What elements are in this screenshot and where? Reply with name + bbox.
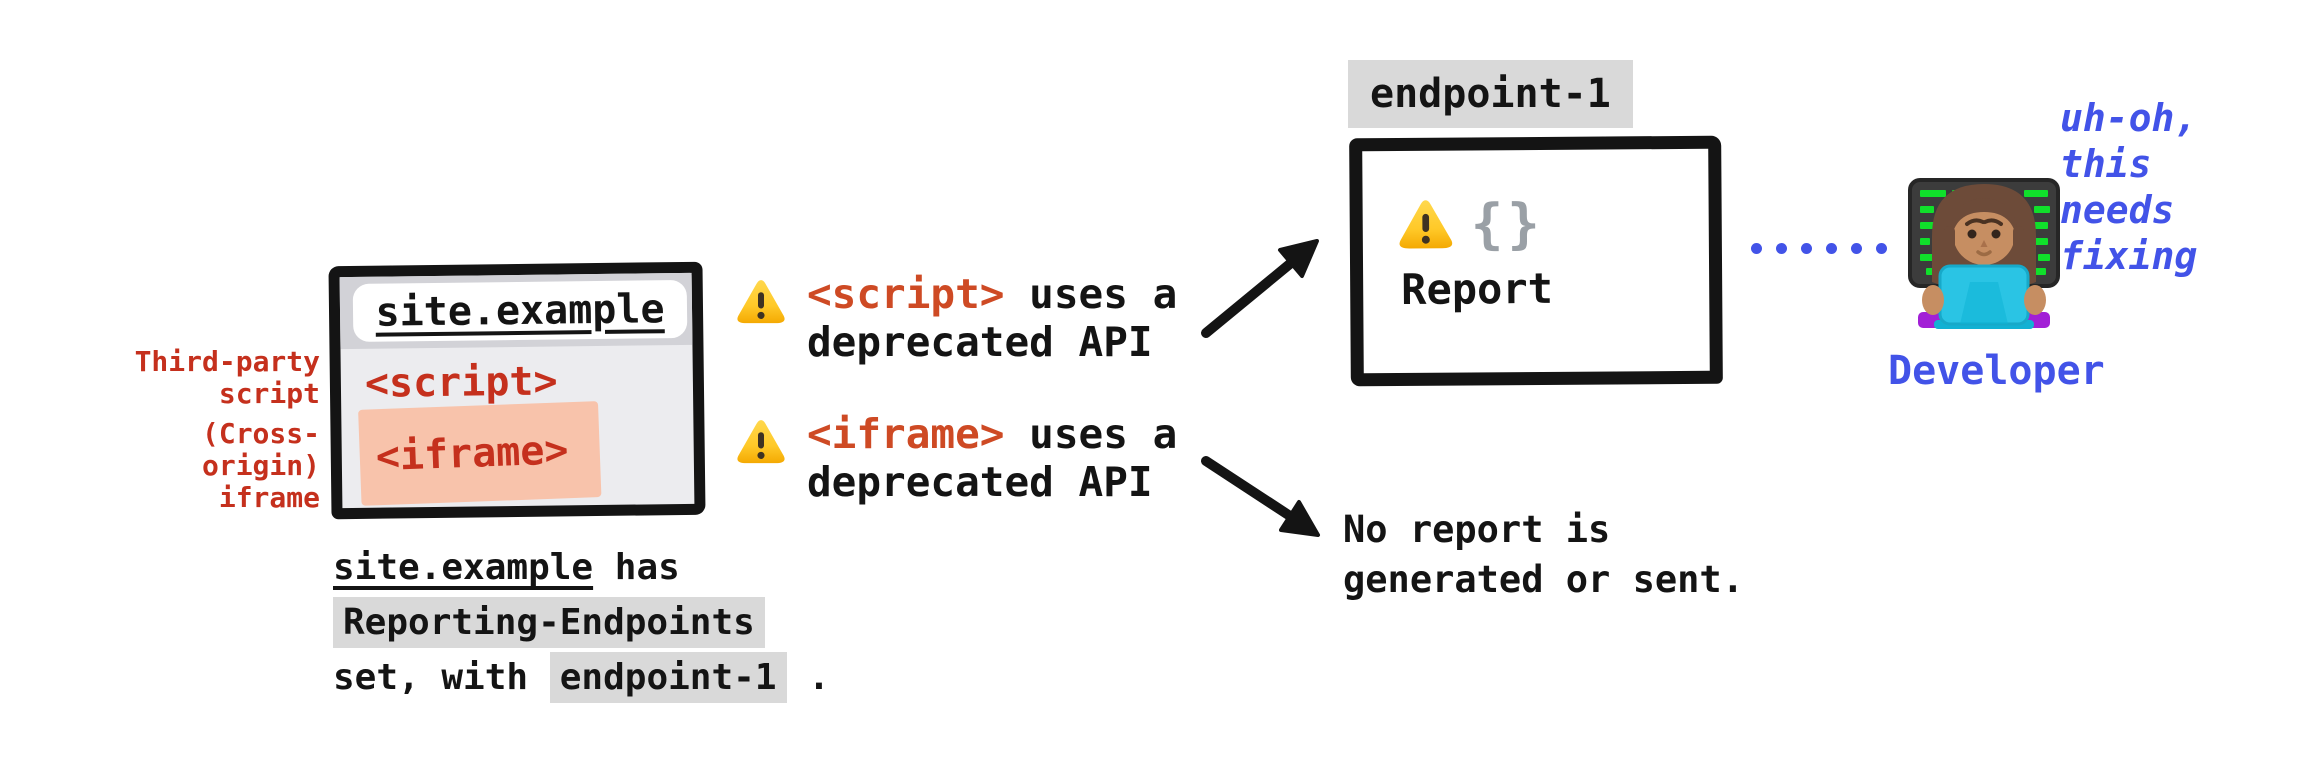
- caption-set-with: set, with: [333, 657, 550, 698]
- developer-label: Developer: [1888, 348, 2105, 394]
- report-label: Report: [1401, 263, 1554, 314]
- report-box: {} Report: [1349, 135, 1723, 387]
- json-braces: {}: [1470, 191, 1544, 256]
- caption-period: .: [786, 657, 830, 698]
- cross-origin-iframe-label: (Cross-origin) iframe: [88, 418, 320, 514]
- iframe-warning: <iframe> uses a deprecated API: [735, 408, 1177, 506]
- cross-origin-iframe-label-line1: (Cross-origin): [201, 417, 320, 482]
- third-party-script-label: Third-party script: [88, 346, 320, 410]
- script-warning: <script> uses a deprecated API: [735, 268, 1177, 366]
- browser-window: site.example <script> <iframe>: [328, 261, 706, 520]
- woman-technologist-emoji: [1908, 178, 2060, 329]
- uh-oh-line1: uh-oh,: [2060, 96, 2198, 140]
- no-report-text: No report is generated or sent.: [1343, 505, 1744, 605]
- endpoint-label: endpoint-1: [1348, 60, 1633, 128]
- third-party-script-label-line1: Third-party: [134, 345, 320, 378]
- address-bar: site.example: [339, 272, 693, 350]
- uh-oh-line2: this: [2060, 142, 2152, 186]
- iframe-warning-line2: deprecated API: [807, 458, 1153, 506]
- address-pill: site.example: [352, 279, 688, 342]
- caption-line-1: site.example has: [333, 540, 830, 595]
- caption-line-3: set, with endpoint-1 .: [333, 650, 830, 705]
- third-party-script-label-line2: script: [218, 377, 320, 410]
- iframe-warning-line1: <iframe> uses a: [807, 410, 1177, 458]
- caption-line-2: Reporting-Endpoints: [333, 595, 830, 650]
- uh-oh-line4: fixing: [2060, 234, 2198, 278]
- uh-oh-note: uh-oh, this needs fixing: [2060, 95, 2197, 279]
- iframe-tag: <iframe>: [374, 427, 570, 481]
- endpoint-1-code: endpoint-1: [549, 652, 787, 703]
- arrow-to-endpoint: [1201, 239, 1319, 338]
- script-warning-tag: <script>: [807, 270, 1005, 318]
- caption-site-url: site.example: [333, 547, 594, 588]
- dotted-line: [1751, 243, 1887, 254]
- script-warning-line2: deprecated API: [807, 318, 1153, 366]
- iframe-warning-text: <iframe> uses a deprecated API: [807, 410, 1177, 506]
- site-url: site.example: [375, 286, 665, 336]
- uh-oh-line3: needs: [2060, 188, 2175, 232]
- cross-origin-iframe-label-line2: iframe: [218, 481, 320, 514]
- iframe-warning-rest: uses a: [1004, 410, 1178, 458]
- iframe-warning-tag: <iframe>: [807, 410, 1005, 458]
- window-body: <script> <iframe>: [340, 345, 694, 508]
- caption: site.example has Reporting-Endpoints set…: [333, 540, 830, 705]
- warning-icon: [737, 420, 785, 464]
- script-warning-rest: uses a: [1004, 270, 1178, 318]
- warning-icon: [737, 280, 785, 324]
- iframe-highlight: <iframe>: [358, 401, 602, 506]
- no-report-line1: No report is: [1343, 508, 1611, 551]
- warning-icon: [1399, 199, 1453, 249]
- caption-has: has: [593, 547, 680, 588]
- arrow-to-no-report: [1201, 456, 1320, 537]
- report-row: {}: [1397, 192, 1544, 256]
- script-warning-text: <script> uses a deprecated API: [807, 270, 1177, 366]
- script-tag: <script>: [364, 358, 558, 407]
- no-report-line2: generated or sent.: [1343, 558, 1744, 601]
- reporting-endpoints-code: Reporting-Endpoints: [333, 597, 765, 648]
- script-warning-line1: <script> uses a: [807, 270, 1177, 318]
